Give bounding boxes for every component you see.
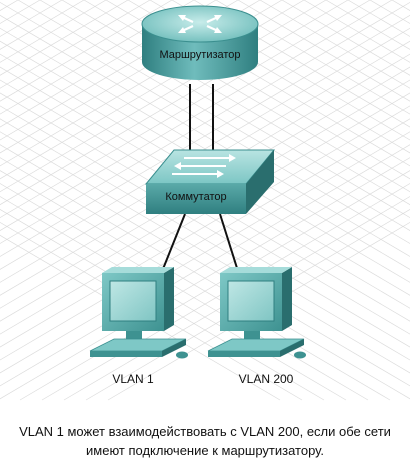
pc-vlan200[interactable] <box>207 267 306 359</box>
router-arrows-icon <box>178 15 222 33</box>
diagram-caption: VLAN 1 может взаимодействовать с VLAN 20… <box>0 422 410 460</box>
caption-line-2: имеют подключение к маршрутизатору. <box>86 443 324 458</box>
switch-device[interactable]: Коммутатор <box>144 149 276 214</box>
pc-label-vlan200: VLAN 200 <box>238 372 294 386</box>
switch-label: Коммутатор <box>165 191 226 203</box>
router-device[interactable]: Маршрутизатор <box>141 5 259 80</box>
switch-arrows-icon <box>172 154 236 178</box>
pc-label-vlan1: VLAN 1 <box>112 372 154 386</box>
router-switch-cables <box>189 84 214 152</box>
pc-vlan1[interactable] <box>89 267 188 359</box>
router-label: Маршрутизатор <box>159 49 240 61</box>
caption-line-1: VLAN 1 может взаимодействовать с VLAN 20… <box>19 424 391 439</box>
